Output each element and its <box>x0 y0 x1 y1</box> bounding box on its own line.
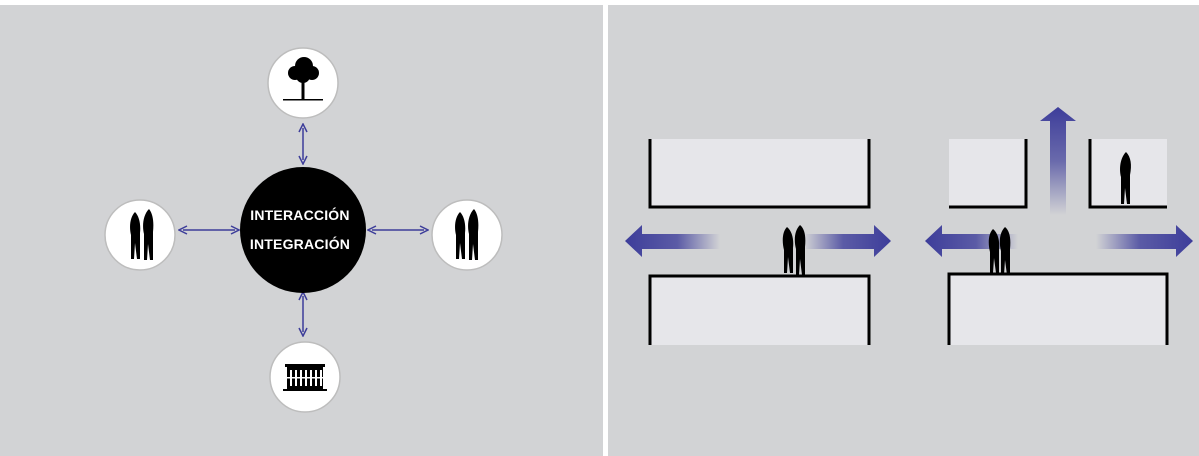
street-section-b <box>925 107 1193 345</box>
hub-diagram-panel: INTERACCIÓN INTEGRACIÓN <box>0 5 603 456</box>
block-lower-a <box>650 276 869 345</box>
node-right <box>431 199 503 271</box>
building-icon <box>283 364 327 391</box>
node-bottom <box>269 341 341 413</box>
node-top <box>267 47 339 119</box>
flow-arrow-right-b <box>1096 225 1193 257</box>
block-upper-a <box>650 139 869 207</box>
flow-arrow-right <box>804 225 891 257</box>
hub-label-line1: INTERACCIÓN <box>250 207 350 223</box>
hub-circle <box>240 167 366 293</box>
flow-arrow-left <box>625 225 720 257</box>
street-section-a <box>625 139 891 345</box>
people-icon <box>782 225 806 275</box>
hub-diagram <box>104 47 503 413</box>
hub-label-line2: INTEGRACIÓN <box>249 236 351 252</box>
street-diagram-panel <box>608 5 1199 456</box>
flow-arrow-up <box>1040 107 1076 215</box>
people-icon <box>130 209 154 260</box>
people-icon <box>988 227 1011 275</box>
block-lower-b <box>949 274 1167 345</box>
tree-icon <box>283 57 323 101</box>
block-upper-b-left <box>949 139 1026 207</box>
node-left <box>104 199 176 271</box>
people-icon <box>455 209 479 260</box>
person-icon <box>1120 152 1131 204</box>
street-diagram <box>625 107 1193 345</box>
